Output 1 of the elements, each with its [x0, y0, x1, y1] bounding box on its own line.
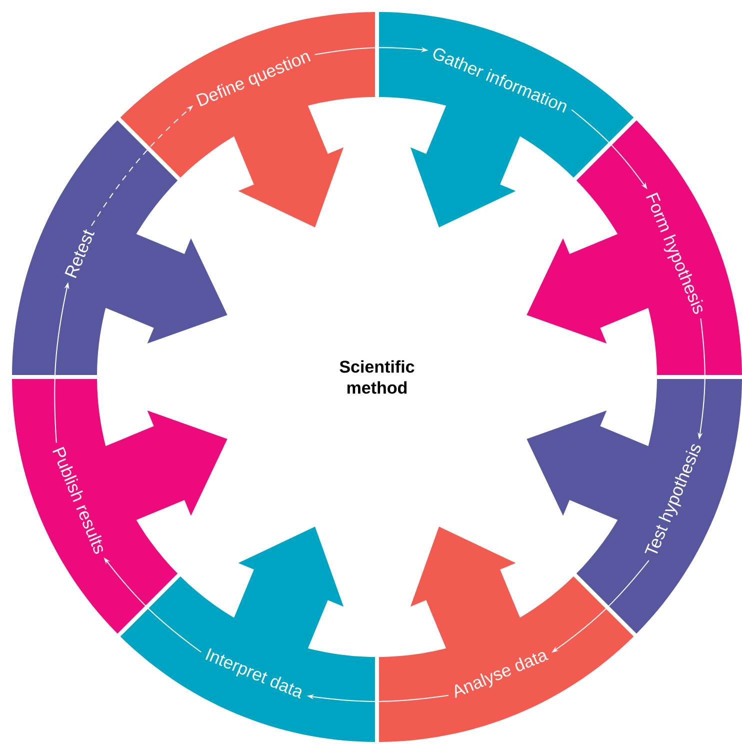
center-label: Scientific method	[340, 360, 414, 394]
